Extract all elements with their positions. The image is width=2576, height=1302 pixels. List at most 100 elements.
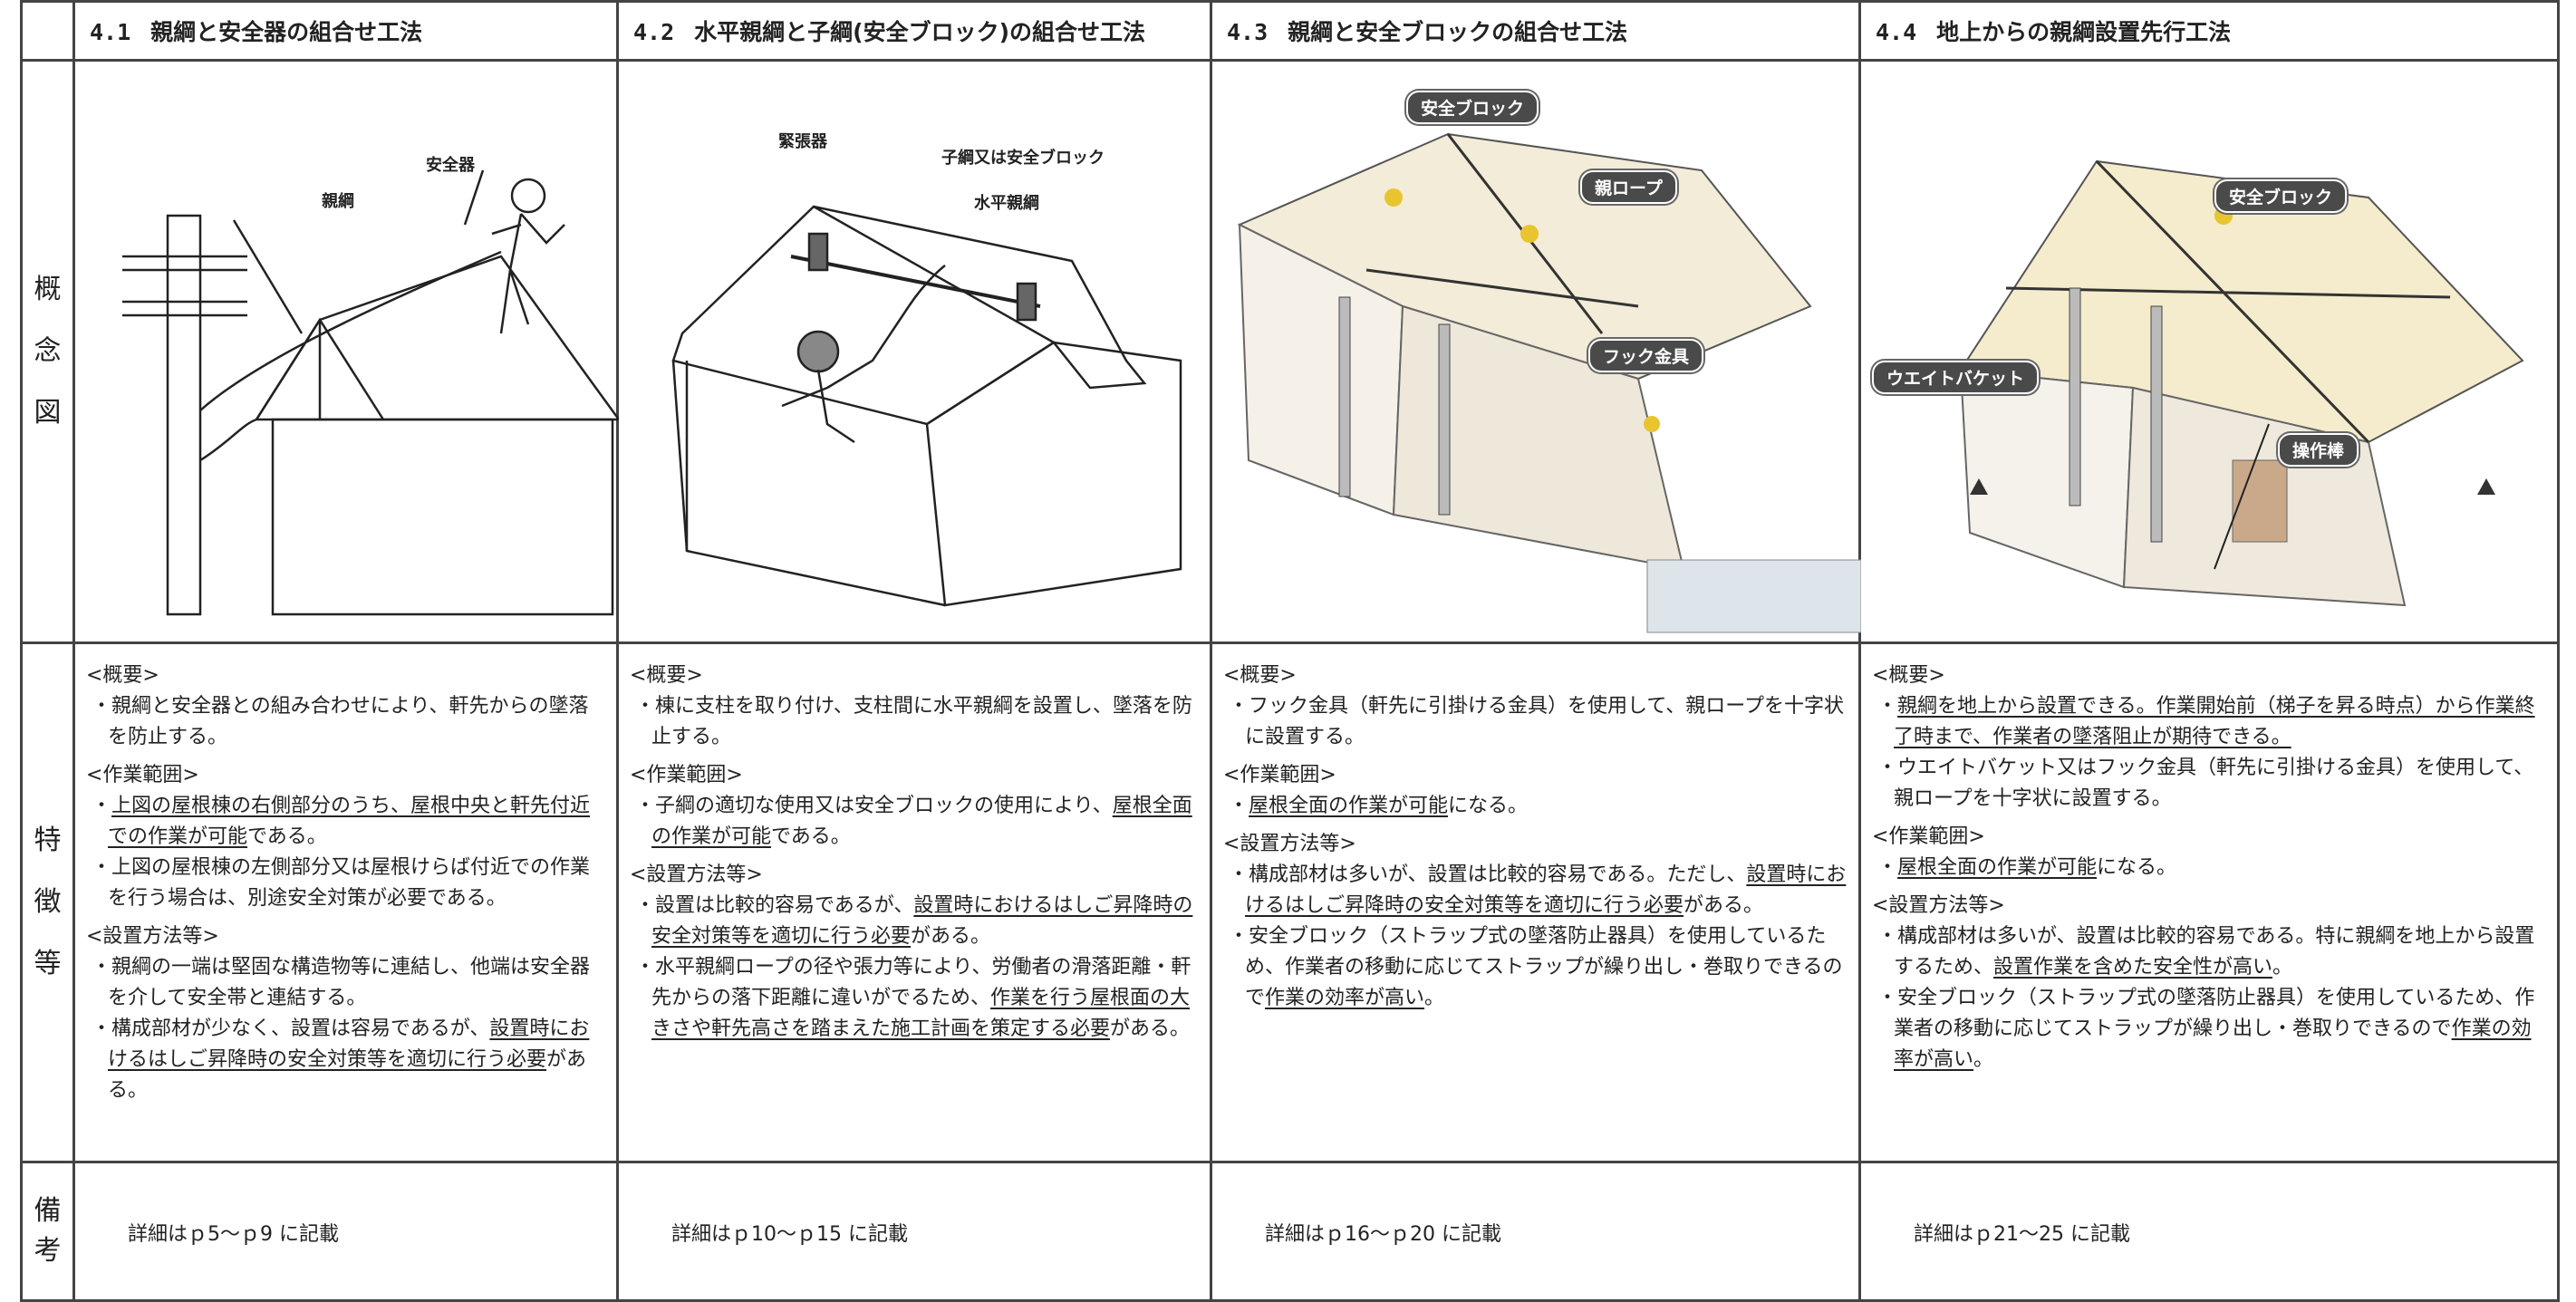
figure-label-safety-device: 安全器 — [426, 156, 475, 175]
text-segment: 構成部材は多いが、設置は比較的容易である。ただし、 — [1249, 863, 1747, 886]
feature-section: <作業範囲>屋根全面の作業が可能になる。 — [1872, 822, 2548, 883]
feature-section: <概要>フック金具（軒先に引掛ける金具）を使用して、親ロープを十字状に設置する。 — [1223, 661, 1849, 753]
ground-installed-lifeline-illustration — [1959, 159, 2524, 607]
figure-label-weight-bucket: ウエイトバケット — [1872, 361, 2040, 394]
bullet-item: 構成部材は多いが、設置は比較的容易である。特に親綱を地上から設置するため、設置作… — [1872, 921, 2548, 983]
bullet-item: 水平親綱ロープの径や張力等により、労働者の滑落距離・軒先からの落下距離に違いがで… — [630, 952, 1201, 1045]
figure-label-lifeline: 親綱 — [322, 192, 354, 211]
bullet-item: 子綱の適切な使用又は安全ブロックの使用により、屋根全面の作業が可能である。 — [630, 791, 1201, 853]
text-segment: 構成部材は多いが、設置は比較的容易である。特に親綱を地上から設置するため、 — [1894, 925, 2535, 979]
text-segment: 子綱の適切な使用又は安全ブロックの使用により、 — [655, 795, 1113, 817]
feature-section: <概要> 親綱を地上から設置できる。作業開始前（梯子を昇る時点）から作業終了時まで… — [1872, 661, 2548, 815]
underlined-text: 作業の効率が高い — [1265, 987, 1425, 1009]
text-segment: である。 — [247, 825, 327, 848]
underlined-text: 親綱を地上から設置できる。作業開始前（梯子を昇る時点）から作業終了時まで、作業者… — [1894, 695, 2535, 748]
features-text: <概要>棟に支柱を取り付け、支柱間に水平親綱を設置し、墜落を防止する。<作業範囲… — [619, 644, 1210, 1045]
figure-label-tensioner: 緊張器 — [778, 132, 827, 151]
remark-text: 詳細はｐ16～ｐ20 に記載 — [1265, 1223, 1501, 1246]
feature-section: <作業範囲> 屋根全面の作業が可能になる。 — [1223, 760, 1849, 822]
section-heading: <概要> — [86, 664, 159, 687]
bullet-item: 屋根全面の作業が可能になる。 — [1223, 791, 1849, 822]
remark-4-1: 詳細はｐ5～ｐ9 に記載 — [72, 1161, 619, 1302]
underlined-text: 屋根全面の作業が可能 — [651, 795, 1192, 848]
underlined-text: 設置時におけるはしご昇降時の安全対策等を適切に行う必要 — [1245, 863, 1847, 917]
figure-label-horizontal-lifeline: 水平親綱 — [974, 194, 1039, 213]
feature-section: <概要> 親綱と安全器との組み合わせにより、軒先からの墜落を防止する。 — [86, 661, 607, 753]
text-segment: になる。 — [1448, 795, 1529, 817]
figure-label-hook-fitting: フック金具 — [1588, 339, 1704, 372]
bullet-item: ウエイトバケット又はフック金具（軒先に引掛ける金具）を使用して、親ロープを十字状… — [1872, 753, 2548, 815]
house-lifeline-illustration — [122, 169, 619, 616]
features-4-4: <概要> 親綱を地上から設置できる。作業開始前（梯子を昇る時点）から作業終了時まで… — [1858, 641, 2560, 1163]
horizontal-lifeline-illustration — [671, 205, 1182, 607]
underlined-text: 上図の屋根棟の右側部分のうち、屋根中央と軒先付近での作業が可能 — [108, 795, 591, 848]
text-segment: である。 — [771, 825, 851, 848]
section-heading: <設置方法等> — [1872, 894, 2005, 917]
text-segment: 。 — [1424, 987, 1445, 1009]
bullet-item: 棟に支柱を取り付け、支柱間に水平親綱を設置し、墜落を防止する。 — [630, 691, 1201, 753]
feature-section: <設置方法等> 設置は比較的容易であるが、設置時におけるはしご昇降時の安全対策等を… — [630, 860, 1201, 1045]
underlined-text: 屋根全面の作業が可能 — [1897, 856, 2098, 879]
text-segment: ウエイトバケット又はフック金具（軒先に引掛ける金具）を使用して、親ロープを十字状… — [1894, 757, 2534, 810]
section-heading: <設置方法等> — [630, 863, 763, 886]
feature-section: <概要>棟に支柱を取り付け、支柱間に水平親綱を設置し、墜落を防止する。 — [630, 661, 1201, 753]
text-segment: 安全ブロック（ストラップ式の墜落防止器具）を使用しているため、作業者の移動に応じ… — [1245, 925, 1843, 1009]
text-segment: 水平親綱ロープの径や張力等により、労働者の滑落距離・軒先からの落下距離に違いがで… — [651, 956, 1192, 1009]
feature-section: <設置方法等> 構成部材は多いが、設置は比較的容易である。特に親綱を地上から設置す… — [1872, 891, 2548, 1075]
features-4-1: <概要> 親綱と安全器との組み合わせにより、軒先からの墜落を防止する。 <作業範囲>… — [72, 641, 619, 1163]
text-segment: 。 — [2272, 956, 2293, 979]
text-segment: 。 — [1973, 1048, 1994, 1071]
figure-label-operating-pole: 操作棒 — [2278, 433, 2359, 467]
feature-section: <作業範囲> 上図の屋根棟の右側部分のうち、屋根中央と軒先付近での作業が可能である… — [86, 760, 607, 914]
text-segment: がある。 — [911, 925, 991, 948]
figure-label-safety-block: 安全ブロック — [2214, 179, 2348, 213]
remark-4-2: 詳細はｐ10～ｐ15 に記載 — [616, 1161, 1212, 1302]
underlined-text: 設置時におけるはしご昇降時の安全対策等を適切に行う必要 — [108, 1017, 590, 1071]
features-4-2: <概要>棟に支柱を取り付け、支柱間に水平親綱を設置し、墜落を防止する。<作業範囲… — [616, 641, 1212, 1163]
text-segment: がある。 — [1684, 894, 1764, 917]
row-label-features: 特徴等 — [20, 641, 75, 1163]
underlined-text: 作業の効率が高い — [1894, 1017, 2532, 1071]
corner-cell — [20, 0, 75, 62]
text-segment: 構成部材が少なく、設置は容易であるが、 — [111, 1017, 490, 1040]
section-heading: <設置方法等> — [1223, 833, 1356, 855]
text-segment: 親綱と安全器との組み合わせにより、軒先からの墜落を防止する。 — [108, 695, 589, 748]
feature-section: <設置方法等>親綱の一端は堅固な構造物等に連結し、他端は安全器を介して安全帯と連… — [86, 921, 607, 1106]
bullet-item: 安全ブロック（ストラップ式の墜落防止器具）を使用しているため、作業者の移動に応じ… — [1223, 921, 1849, 1014]
cross-rope-house-illustration — [1237, 132, 1861, 633]
bullet-item: 設置は比較的容易であるが、設置時におけるはしご昇降時の安全対策等を適切に行う必要… — [630, 891, 1201, 952]
figure-label-main-rope: 親ロープ — [1580, 170, 1677, 204]
figure-4-1: 安全器 親綱 — [72, 59, 619, 644]
text-segment: になる。 — [2097, 856, 2177, 879]
figure-4-2: 緊張器 子綱又は安全ブロック 水平親綱 — [616, 59, 1212, 644]
underlined-text: 設置作業を含めた安全性が高い — [1993, 956, 2273, 979]
concept-diagram-row: 概念図 — [20, 59, 2560, 644]
remark-4-3: 詳細はｐ16～ｐ20 に記載 — [1210, 1161, 1861, 1302]
features-text: <概要> 親綱を地上から設置できる。作業開始前（梯子を昇る時点）から作業終了時まで… — [1861, 644, 2557, 1075]
remark-text: 詳細はｐ5～ｐ9 に記載 — [128, 1223, 339, 1246]
bullet-item: 親綱を地上から設置できる。作業開始前（梯子を昇る時点）から作業終了時まで、作業者… — [1872, 691, 2548, 753]
text-segment: フック金具（軒先に引掛ける金具）を使用して、親ロープを十字状に設置する。 — [1245, 695, 1844, 748]
figure-label-sub-rope: 子綱又は安全ブロック — [941, 149, 1105, 168]
bullet-item: 安全ブロック（ストラップ式の墜落防止器具）を使用しているため、作業者の移動に応じ… — [1872, 983, 2548, 1075]
features-row: 特徴等 <概要> 親綱と安全器との組み合わせにより、軒先からの墜落を防止する。 <作… — [20, 641, 2560, 1163]
feature-section: <作業範囲>子綱の適切な使用又は安全ブロックの使用により、屋根全面の作業が可能で… — [630, 760, 1201, 853]
underlined-text: 作業を行う屋根面の大きさや軒先高さを踏まえた施工計画を策定する必要 — [651, 987, 1191, 1040]
section-heading: <作業範囲> — [86, 764, 199, 786]
text-segment: がある。 — [1110, 1017, 1191, 1040]
features-4-3: <概要>フック金具（軒先に引掛ける金具）を使用して、親ロープを十字状に設置する。… — [1210, 641, 1861, 1163]
bullet-item: 上図の屋根棟の左側部分又は屋根けらば付近での作業を行う場合は、別途安全対策が必要… — [86, 853, 607, 914]
features-text: <概要>フック金具（軒先に引掛ける金具）を使用して、親ロープを十字状に設置する。… — [1212, 644, 1858, 1014]
underlined-text: 屋根全面の作業が可能 — [1249, 795, 1449, 817]
section-heading: <作業範囲> — [1223, 764, 1336, 786]
section-heading: <概要> — [1872, 664, 1945, 687]
figure-4-4: 安全ブロック ウエイトバケット 操作棒 — [1858, 59, 2560, 644]
bullet-item: フック金具（軒先に引掛ける金具）を使用して、親ロープを十字状に設置する。 — [1223, 691, 1849, 753]
text-segment: 設置は比較的容易であるが、 — [655, 894, 914, 917]
text-segment: がある。 — [108, 1048, 587, 1102]
